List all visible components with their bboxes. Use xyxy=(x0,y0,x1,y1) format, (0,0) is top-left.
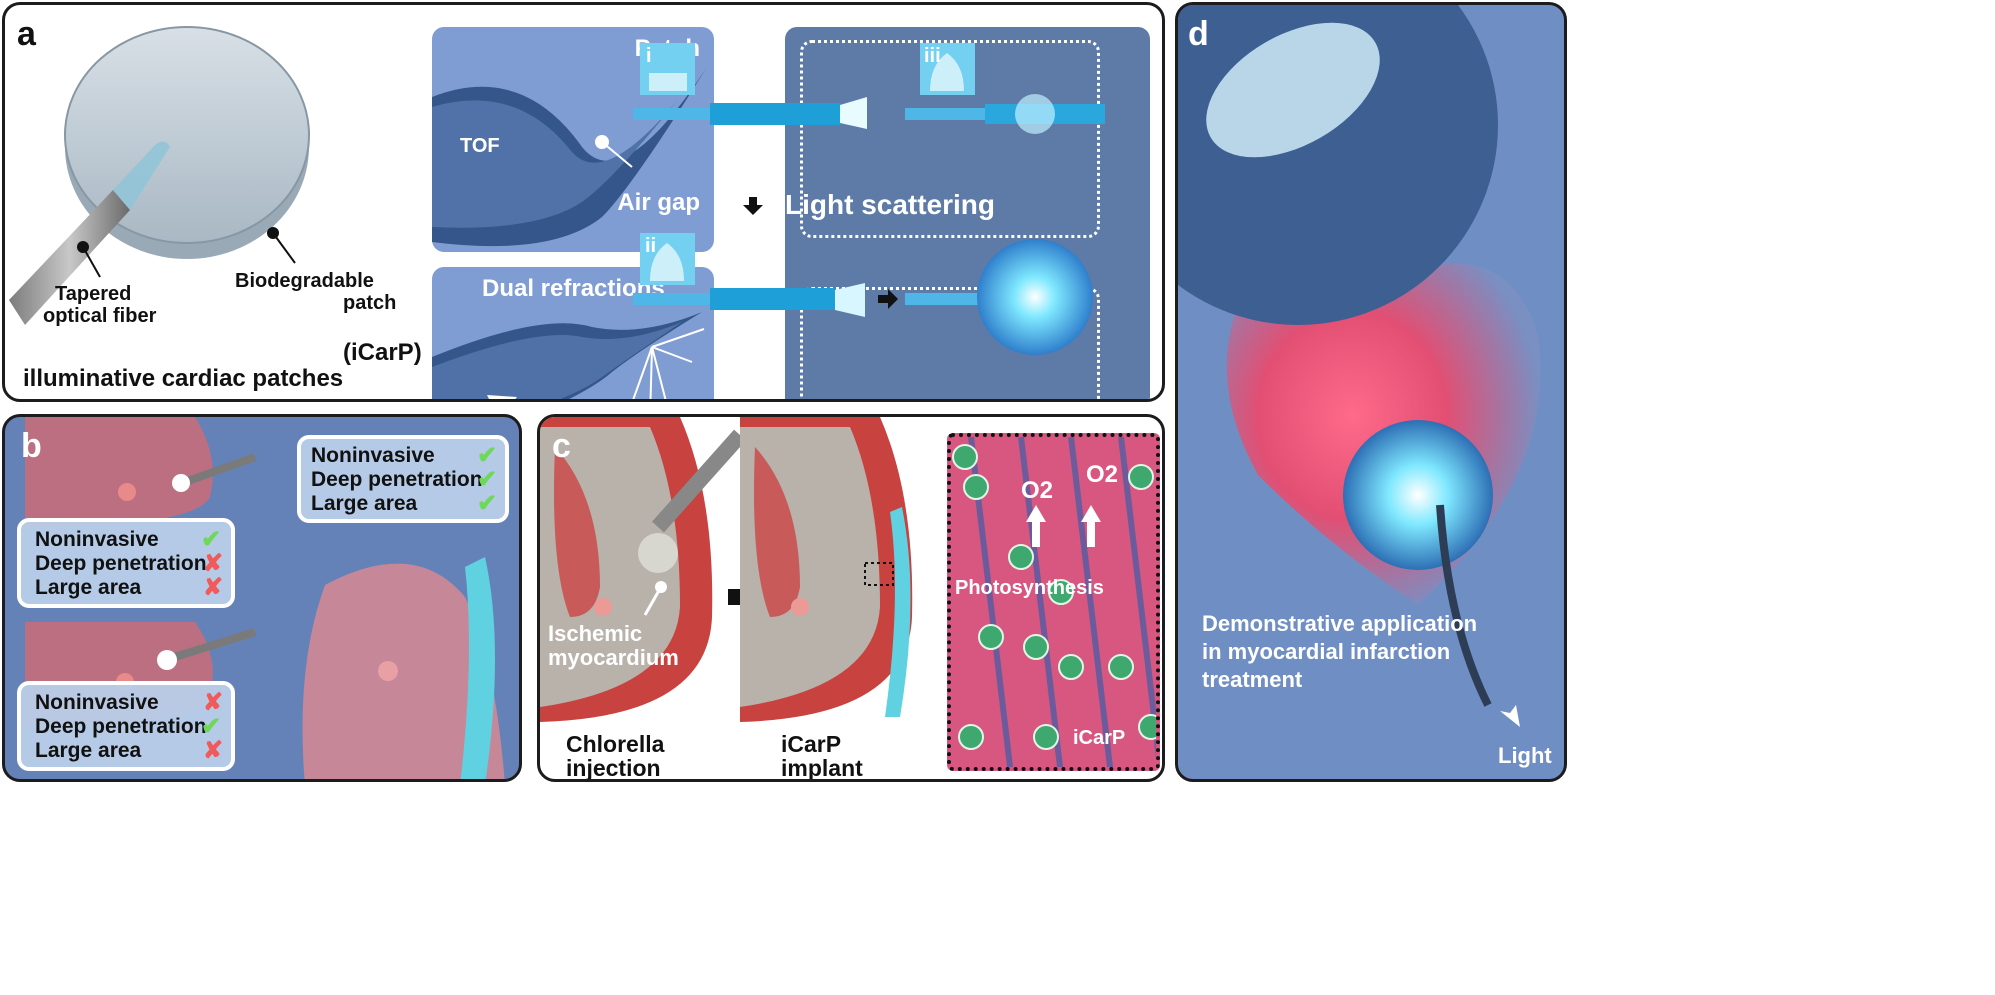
panel-d: d Demonstrative application in myocardia… xyxy=(1175,2,1567,782)
heart-patch-illustration xyxy=(1178,5,1541,727)
patch-shape xyxy=(432,67,707,247)
air-gap-label: Air gap xyxy=(617,189,700,216)
tof-label: TOF xyxy=(460,135,500,157)
icarp-caption-2: illuminative cardiac patches xyxy=(23,365,344,392)
chlorella-label-2: injection xyxy=(566,755,661,781)
icarp-caption-1: (iCarP) xyxy=(343,339,422,366)
cross-icon: ✘ xyxy=(203,737,224,764)
list1-item3: Large area xyxy=(35,576,142,599)
panel-d-label: d xyxy=(1188,15,1209,53)
check-icon: ✔ xyxy=(477,490,498,517)
zoom-inset: O2 O2 Photosynthesis iCarP xyxy=(947,433,1160,771)
refraction-shape xyxy=(432,312,705,399)
list1-item2: Deep penetration xyxy=(35,552,207,575)
panel-c-label: c xyxy=(552,427,571,465)
light-scattering-illustration xyxy=(633,43,1105,355)
panel-b-label: b xyxy=(21,427,42,465)
demo-caption-3: treatment xyxy=(1202,667,1303,692)
demo-caption-1: Demonstrative application xyxy=(1202,611,1478,636)
photosynthesis-label: Photosynthesis xyxy=(955,577,1104,599)
tapered-label-2: optical fiber xyxy=(43,305,157,327)
cross-icon: ✘ xyxy=(203,550,224,577)
list2-item3: Large area xyxy=(35,739,142,762)
patch-fiber-illustration xyxy=(9,26,310,325)
ischemic-label-2: myocardium xyxy=(548,645,679,670)
ischemic-label-1: Ischemic xyxy=(548,621,643,646)
heart-illustrations-c xyxy=(540,417,913,722)
panel-b: b Noninvasive Deep penetration Large are… xyxy=(2,414,522,782)
list3-item3: Large area xyxy=(311,492,418,515)
list3-item1: Noninvasive xyxy=(311,444,435,467)
cross-icon: ✘ xyxy=(203,574,224,601)
list2-item1: Noninvasive xyxy=(35,691,159,714)
panel-a-label: a xyxy=(17,15,36,53)
list1-item1: Noninvasive xyxy=(35,528,159,551)
check-icon: ✔ xyxy=(477,466,498,493)
o2-left: O2 xyxy=(1021,477,1054,504)
icarp-implant-label-2: implant xyxy=(781,755,863,781)
o2-right: O2 xyxy=(1086,461,1119,488)
list3-item2: Deep penetration xyxy=(311,468,483,491)
option-list-icarp: Noninvasive Deep penetration Large area … xyxy=(297,435,509,523)
patch-label-1: Biodegradable xyxy=(235,270,374,292)
tissue-illustration xyxy=(952,437,1156,767)
check-icon: ✔ xyxy=(201,713,222,740)
cross-icon: ✘ xyxy=(203,689,224,716)
check-icon: ✔ xyxy=(477,442,498,469)
chlorella-label-1: Chlorella xyxy=(566,731,665,757)
patch-label-2: patch xyxy=(343,292,397,314)
tapered-label-1: Tapered xyxy=(55,283,132,305)
list2-item2: Deep penetration xyxy=(35,715,207,738)
icarp-implant-label-1: iCarP xyxy=(781,731,842,757)
scatter-case-ii xyxy=(800,287,1100,399)
roman-i: i xyxy=(646,45,652,67)
roman-ii: ii xyxy=(645,235,657,257)
scatter-case-i xyxy=(800,40,1100,238)
panel-a: a Tapered optical fiber Biodegradable pa… xyxy=(2,2,1165,402)
option-list-fiber-deep: Noninvasive Deep penetration Large area … xyxy=(17,681,235,771)
icarp-tag: iCarP xyxy=(1073,727,1126,749)
light-label: Light xyxy=(1498,743,1552,768)
demo-caption-2: in myocardial infarction xyxy=(1202,639,1451,664)
light-scattering-title: Light scattering xyxy=(785,189,996,220)
scatter-case-iii xyxy=(1163,40,1165,402)
option-list-fiber-surface: Noninvasive Deep penetration Large area … xyxy=(17,518,235,608)
roman-iii: iii xyxy=(924,45,941,67)
panel-c: c Ischemic myocardium Chlorella injectio… xyxy=(537,414,1165,782)
dual-refractions-subpanel: Dual refractions xyxy=(432,267,714,399)
check-icon: ✔ xyxy=(201,526,222,553)
